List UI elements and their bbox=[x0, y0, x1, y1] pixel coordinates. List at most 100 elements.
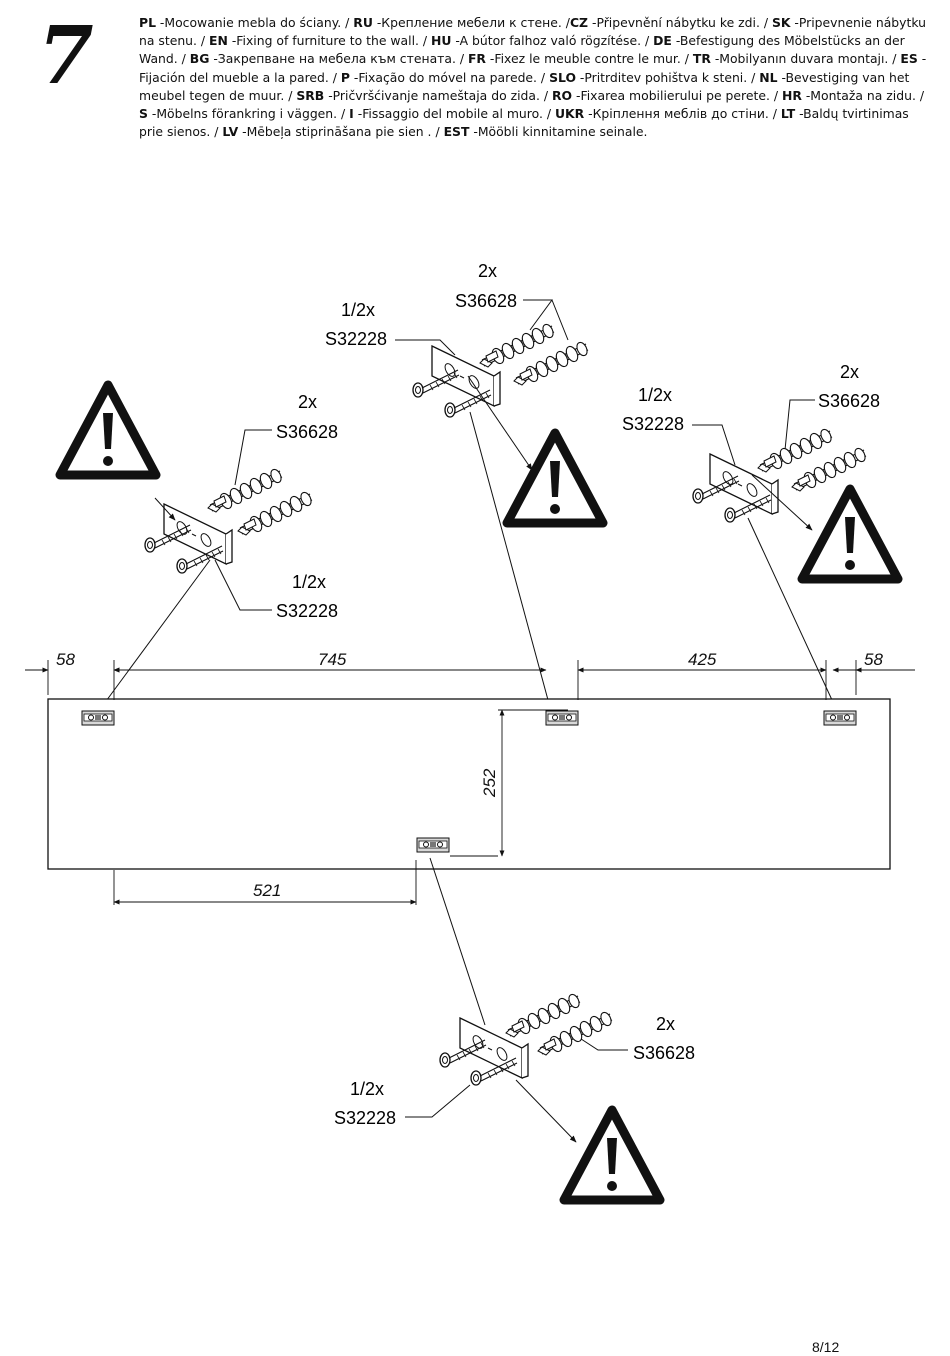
furniture-panel bbox=[47, 698, 891, 870]
language-code: FR bbox=[467, 51, 486, 67]
instruction-entry: PL -Mocowanie mebla do ściany. / bbox=[139, 15, 353, 30]
instruction-text: -Закрепване на мебела към стената. / bbox=[209, 51, 468, 67]
warning-icon bbox=[507, 433, 603, 523]
instruction-text: -Fixez le meuble contre le mur. / bbox=[485, 51, 693, 67]
instruction-entry: ES -Fijación del mueble a la pared. / bbox=[139, 51, 926, 84]
instruction-entry: RU -Крепление мебели к стене. / bbox=[353, 15, 570, 30]
dowel-icon bbox=[513, 340, 590, 386]
instruction-text: -Möbelns förankring i väggen. / bbox=[147, 106, 350, 122]
dimension-lines bbox=[25, 660, 915, 905]
instruction-text: -Mocowanie mebla do ściany. / bbox=[155, 15, 354, 30]
dowel-icon bbox=[791, 446, 868, 492]
instruction-entry: RO -Fixarea mobilierului pe perete. / bbox=[552, 88, 782, 103]
warning-icon bbox=[564, 1110, 660, 1200]
dowel-qty-top: 2x bbox=[478, 261, 497, 281]
instruction-entry: SRB -Pričvršćivanje nameštaja do zida. / bbox=[296, 88, 552, 103]
instruction-text: -Mööbli kinnitamine seinale. bbox=[469, 124, 648, 140]
instruction-entry: EN -Fixing of furniture to the wall. / bbox=[209, 33, 431, 48]
dowel-qty-right: 2x bbox=[840, 362, 859, 382]
dim-right-margin: 58 bbox=[864, 650, 883, 669]
instruction-text: -Fixing of furniture to the wall. / bbox=[227, 33, 432, 49]
dim-vertical-offset: 252 bbox=[480, 768, 499, 798]
dim-bottom-offset: 521 bbox=[253, 881, 281, 900]
warning-icon bbox=[60, 385, 156, 475]
instruction-text: -A bútor falhoz való rögzítése. / bbox=[451, 33, 654, 49]
instruction-text: -Befestigung des Möbelstücks an der Wand… bbox=[139, 33, 905, 67]
language-code: UKR bbox=[554, 106, 585, 122]
instruction-text: -Mobilyanın duvara montajı. / bbox=[710, 51, 901, 67]
language-code: S bbox=[139, 106, 148, 122]
instruction-entry: NL -Bevestiging van het meubel tegen de … bbox=[139, 70, 909, 103]
bracket-qty-top: 1/2x bbox=[341, 300, 375, 320]
instruction-entry: P -Fixação do móvel na parede. / bbox=[341, 70, 549, 85]
language-code: BG bbox=[189, 51, 210, 67]
dowel-qty-bottom: 2x bbox=[656, 1014, 675, 1034]
dowel-code-bottom: S36628 bbox=[633, 1043, 695, 1063]
language-code: SK bbox=[771, 15, 791, 30]
instruction-text: -Крепление мебели к стене. / bbox=[372, 15, 570, 30]
instruction-entry: BG -Закрепване на мебела към стената. / bbox=[190, 51, 468, 66]
language-code: LV bbox=[222, 124, 239, 140]
instruction-text: -Fixação do móvel na parede. / bbox=[349, 69, 550, 85]
instruction-entry: LT -Baldų tvirtinimas prie sienos. / bbox=[139, 106, 909, 139]
dowel-icon bbox=[207, 467, 284, 513]
instruction-entry: UKR -Кріплення меблів до стіни. / bbox=[555, 106, 781, 121]
dowel-qty-left: 2x bbox=[298, 392, 317, 412]
language-code: PL bbox=[139, 15, 156, 30]
multilingual-instructions: PL -Mocowanie mebla do ściany. / RU -Кре… bbox=[139, 14, 929, 141]
instruction-text: -Fixarea mobilierului pe perete. / bbox=[572, 87, 782, 103]
instruction-text: -Bevestiging van het meubel tegen de muu… bbox=[139, 69, 910, 103]
dowel-code-left: S36628 bbox=[276, 422, 338, 442]
warning-icon bbox=[802, 489, 898, 579]
instruction-text: -Fijación del mueble a la pared. / bbox=[139, 51, 927, 85]
step-number: 7 bbox=[38, 8, 94, 102]
dim-right-span: 425 bbox=[688, 650, 717, 669]
instruction-text: -Fissaggio del mobile al muro. / bbox=[353, 106, 555, 122]
language-code: DE bbox=[653, 33, 672, 49]
language-code: RO bbox=[551, 87, 573, 103]
instruction-entry: I -Fissaggio del mobile al muro. / bbox=[349, 106, 555, 121]
instruction-entry: SLO -Pritrditev pohištva k steni. / bbox=[549, 70, 759, 85]
language-code: EST bbox=[443, 124, 470, 140]
language-code: RU bbox=[353, 15, 373, 30]
bracket-code-top: S32228 bbox=[325, 329, 387, 349]
language-code: EN bbox=[209, 33, 228, 49]
bracket-code-left: S32228 bbox=[276, 601, 338, 621]
hardware-group-right: 2x S36628 1/2x S32228 bbox=[622, 362, 880, 701]
instruction-text: -Pripevnenie nábytku na stenu. / bbox=[139, 15, 926, 49]
hardware-group-top-center: 2x S36628 1/2x S32228 bbox=[325, 261, 590, 701]
instruction-entry: LV -Mēbeļa stiprināšana pie sien . / bbox=[222, 124, 443, 139]
dowel-icon bbox=[479, 322, 556, 368]
instruction-text: -Montaža na zidu. / bbox=[801, 87, 925, 103]
hardware-group-left: 2x S36628 1/2x S32228 bbox=[97, 392, 338, 713]
language-code: HU bbox=[431, 33, 452, 49]
bracket-qty-left: 1/2x bbox=[292, 572, 326, 592]
instruction-entry: DE -Befestigung des Möbelstücks an der W… bbox=[139, 33, 905, 66]
instruction-text: -Pričvršćivanje nameštaja do zida. / bbox=[324, 87, 552, 103]
bracket-code-right: S32228 bbox=[622, 414, 684, 434]
language-code: LT bbox=[780, 106, 796, 122]
panel-bracket-right bbox=[823, 710, 857, 726]
panel-bracket-center bbox=[545, 710, 579, 726]
page-number: 8/12 bbox=[812, 1339, 840, 1355]
hardware-group-bottom: 2x S36628 1/2x S32228 bbox=[334, 857, 695, 1143]
bracket-code-bottom: S32228 bbox=[334, 1108, 396, 1128]
language-code: I bbox=[349, 106, 354, 122]
instruction-text: -Кріплення меблів до стіни. / bbox=[584, 106, 781, 122]
instruction-entry: TR -Mobilyanın duvara montajı. / bbox=[693, 51, 901, 66]
instruction-entry: SK -Pripevnenie nábytku na stenu. / bbox=[139, 15, 926, 48]
instruction-entry: HR -Montaža na zidu. / bbox=[782, 88, 924, 103]
instruction-entry: HU -A bútor falhoz való rögzítése. / bbox=[431, 33, 653, 48]
language-code: SRB bbox=[296, 87, 325, 103]
bracket-qty-right: 1/2x bbox=[638, 385, 672, 405]
panel-bracket-left bbox=[81, 710, 115, 726]
dowel-icon bbox=[757, 427, 834, 473]
language-code: HR bbox=[781, 87, 802, 103]
instruction-entry: FR -Fixez le meuble contre le mur. / bbox=[468, 51, 693, 66]
instruction-entry: S -Möbelns förankring i väggen. / bbox=[139, 106, 349, 121]
language-code: P bbox=[340, 69, 350, 85]
language-code: SLO bbox=[549, 69, 576, 85]
language-code: ES bbox=[900, 51, 918, 67]
panel-bracket-bottom bbox=[416, 837, 450, 853]
